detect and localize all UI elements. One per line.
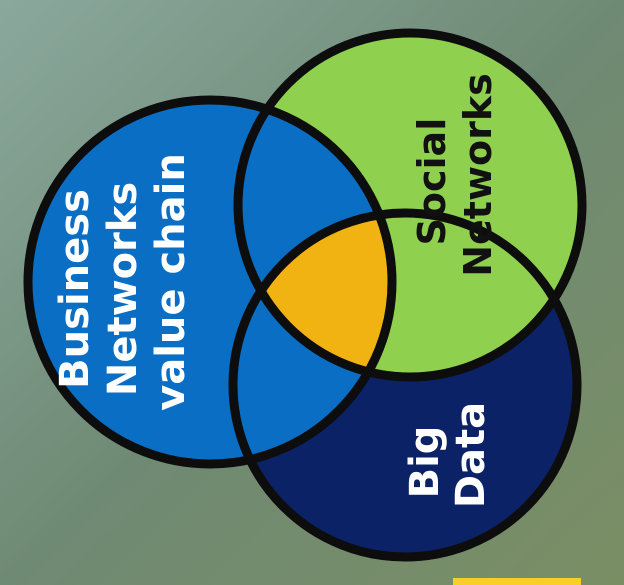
svg-text:Social Networks: Social Networks — [410, 73, 500, 277]
business-label-line-2: Networks — [100, 182, 146, 396]
social-label: Social Networks — [410, 73, 500, 277]
bigdata-label-line-1: Big — [402, 426, 448, 499]
bigdata-label: Big Data — [402, 402, 494, 508]
social-label-line-1: Social — [410, 118, 454, 246]
bigdata-outline — [228, 208, 582, 562]
social-outline — [233, 28, 587, 382]
svg-text:Business Networks: Business Networks value chain — [52, 153, 194, 411]
corner-tab — [453, 578, 581, 585]
business-label-line-1: Business — [52, 189, 98, 389]
business-outline — [23, 95, 397, 469]
business-label: Business Networks value chain — [52, 153, 194, 411]
bigdata-label-line-2: Data — [448, 402, 494, 508]
business-label-line-3: value chain — [148, 153, 194, 411]
social-label-line-2: Networks — [456, 73, 500, 277]
center-overlap — [238, 213, 392, 377]
svg-text:Big Data: Big Data — [402, 402, 494, 508]
